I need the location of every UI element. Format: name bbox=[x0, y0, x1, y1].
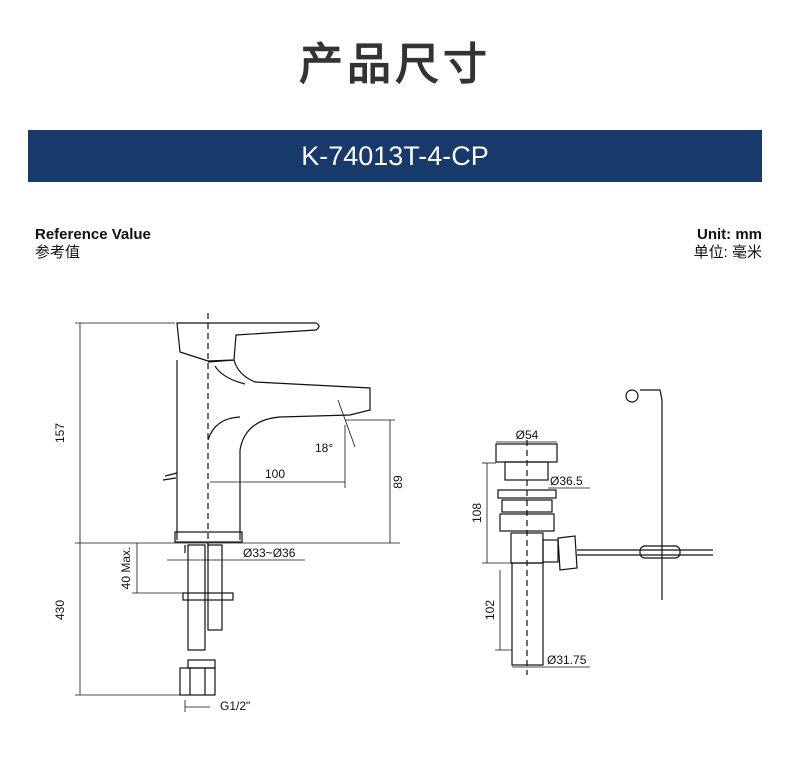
dim-tail: Ø31.75 bbox=[547, 653, 587, 667]
dim-angle: 18° bbox=[315, 441, 333, 455]
dim-100: 100 bbox=[265, 467, 285, 481]
reference-label-en: Reference Value bbox=[35, 226, 151, 243]
dim-cap: Ø54 bbox=[516, 428, 539, 442]
model-banner: K-74013T-4-CP bbox=[28, 130, 762, 182]
reference-label-cn: 参考值 bbox=[35, 244, 81, 261]
dim-108: 108 bbox=[470, 503, 484, 523]
dim-102: 102 bbox=[483, 600, 497, 620]
dim-hole: Ø33~Ø36 bbox=[243, 546, 296, 560]
unit-label-en: Unit: mm bbox=[697, 226, 762, 243]
dim-body: Ø36.5 bbox=[550, 474, 583, 488]
dim-deck: 40 Max. bbox=[119, 547, 133, 590]
drain-drawing bbox=[495, 389, 713, 675]
faucet-dimension-lines bbox=[75, 322, 400, 712]
faucet-drawing bbox=[162, 313, 371, 696]
model-number: K-74013T-4-CP bbox=[301, 140, 489, 171]
page-title: 产品尺寸 bbox=[299, 39, 491, 90]
reference-note: Reference Value 参考值 bbox=[35, 226, 151, 262]
drain-dimension-lines bbox=[482, 441, 590, 668]
unit-label-cn: 单位: 毫米 bbox=[693, 244, 762, 261]
unit-note: Unit: mm 单位: 毫米 bbox=[694, 226, 762, 262]
dim-157: 157 bbox=[53, 423, 67, 443]
dim-430: 430 bbox=[53, 600, 67, 620]
dim-89: 89 bbox=[391, 475, 405, 489]
dim-thread: G1/2" bbox=[220, 699, 250, 713]
